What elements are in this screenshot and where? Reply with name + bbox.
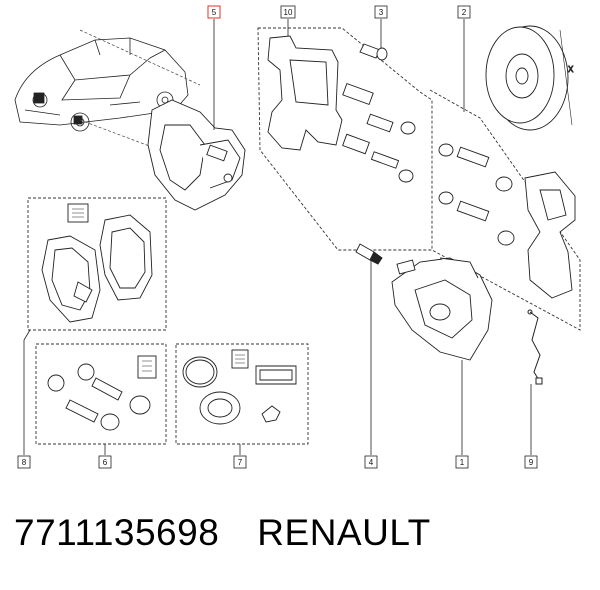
brake-disc-illustration: X <box>485 25 574 131</box>
pins-bracket-illustration <box>438 143 576 299</box>
group-box-10 <box>257 27 433 251</box>
group-box-2 <box>429 89 581 331</box>
svg-text:8: 8 <box>22 458 27 467</box>
svg-text:9: 9 <box>529 458 534 467</box>
group-box-6 <box>35 343 167 445</box>
svg-text:1: 1 <box>460 458 465 467</box>
callout-3: 3 <box>374 5 388 19</box>
brand-name: RENAULT <box>257 512 431 553</box>
exploded-parts-diagram: X <box>14 5 581 469</box>
svg-text:10: 10 <box>284 8 293 17</box>
caliper-bracket-illustration <box>147 99 246 211</box>
seal-kit-illustration <box>182 349 297 425</box>
support-bracket-illustration <box>267 35 416 183</box>
bleed-screw-illustration <box>355 243 383 265</box>
svg-text:7: 7 <box>238 458 243 467</box>
svg-text:6: 6 <box>103 458 108 467</box>
leader-8b <box>23 329 31 341</box>
callout-5: 5 <box>207 5 221 19</box>
caliper-illustration <box>391 257 493 361</box>
guide-pin-kit-illustration <box>47 355 157 431</box>
callout-1: 1 <box>455 455 469 469</box>
callout-8: 8 <box>17 455 31 469</box>
callout-10: 10 <box>280 5 296 19</box>
svg-text:5: 5 <box>212 8 217 17</box>
bolt-illustration <box>359 43 388 61</box>
callout-7: 7 <box>233 455 247 469</box>
product-caption: 7711135698 RENAULT <box>14 512 431 554</box>
callout-6: 6 <box>98 455 112 469</box>
svg-text:4: 4 <box>369 458 374 467</box>
disc-thickness-label: X <box>568 65 574 74</box>
callout-2: 2 <box>457 5 471 19</box>
group-box-7 <box>175 343 309 445</box>
callout-4: 4 <box>364 455 378 469</box>
callout-9: 9 <box>524 455 538 469</box>
wear-sensor-illustration <box>527 309 543 385</box>
brake-pads-illustration <box>41 203 153 323</box>
part-number: 7711135698 <box>14 512 220 553</box>
svg-text:2: 2 <box>462 8 467 17</box>
svg-text:3: 3 <box>379 8 384 17</box>
